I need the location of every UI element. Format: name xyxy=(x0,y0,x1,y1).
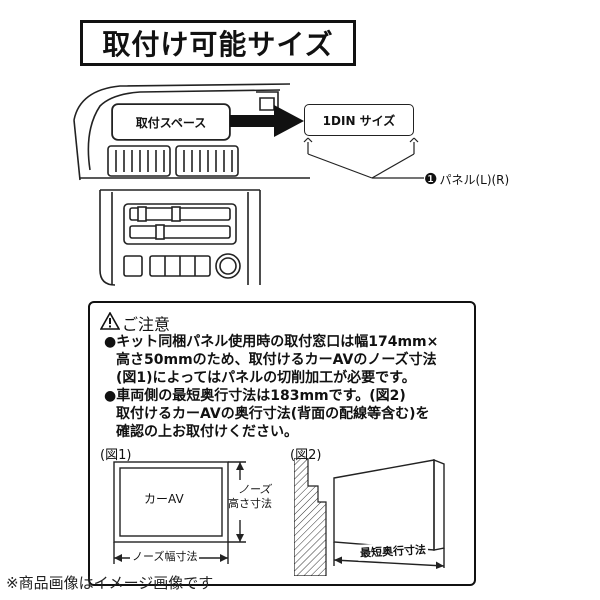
notice-line-5: 取付けるカーAVの奥行寸法(背面の配線等含む)を xyxy=(116,406,430,422)
panel-callout xyxy=(303,137,424,179)
fig1-height-label-2: 高さ寸法 xyxy=(228,497,272,510)
notice-line-1: ●キット同梱パネル使用時の取付窓口は幅174mm× xyxy=(104,334,439,350)
callout-number: ❶ xyxy=(424,170,438,188)
mounting-space-label: 取付スペース xyxy=(135,115,207,130)
notice-line-4: ●車両側の最短奥行寸法は183mmです。(図2) xyxy=(104,388,406,404)
panel-label: パネル(L)(R) xyxy=(439,172,510,187)
warning-icon xyxy=(100,312,120,330)
din-size-label: 1DIN サイズ xyxy=(322,113,396,128)
fig1-label: (図1) xyxy=(100,448,132,463)
notice-line-3: (図1)によってはパネルの切削加工が必要です。 xyxy=(116,370,416,386)
fig1-height-label-1: ノーズ xyxy=(238,483,271,496)
page-title: 取付け可能サイズ xyxy=(80,20,356,66)
right-arrow-icon xyxy=(230,105,304,137)
notice-line-6: 確認の上お取付けください。 xyxy=(116,424,298,440)
notice-line-2: 高さ50mmのため、取付けるカーAVのノーズ寸法 xyxy=(116,352,437,368)
page-title-text: 取付け可能サイズ xyxy=(102,28,334,61)
fig2-diagram xyxy=(294,458,445,576)
panel-label-row: ❶ パネル(L)(R) xyxy=(424,170,509,188)
mounting-space-box: 取付スペース xyxy=(112,104,230,140)
dashboard-illustration xyxy=(73,83,310,286)
notice-heading: ご注意 xyxy=(122,315,171,334)
fig1-unit-label: カーAV xyxy=(144,492,184,506)
fig1-width-label: ノーズ幅寸法 xyxy=(130,548,200,564)
notice-box xyxy=(88,301,476,586)
din-size-box: 1DIN サイズ xyxy=(304,104,414,136)
footer-note: ※商品画像はイメージ画像です xyxy=(6,574,214,592)
